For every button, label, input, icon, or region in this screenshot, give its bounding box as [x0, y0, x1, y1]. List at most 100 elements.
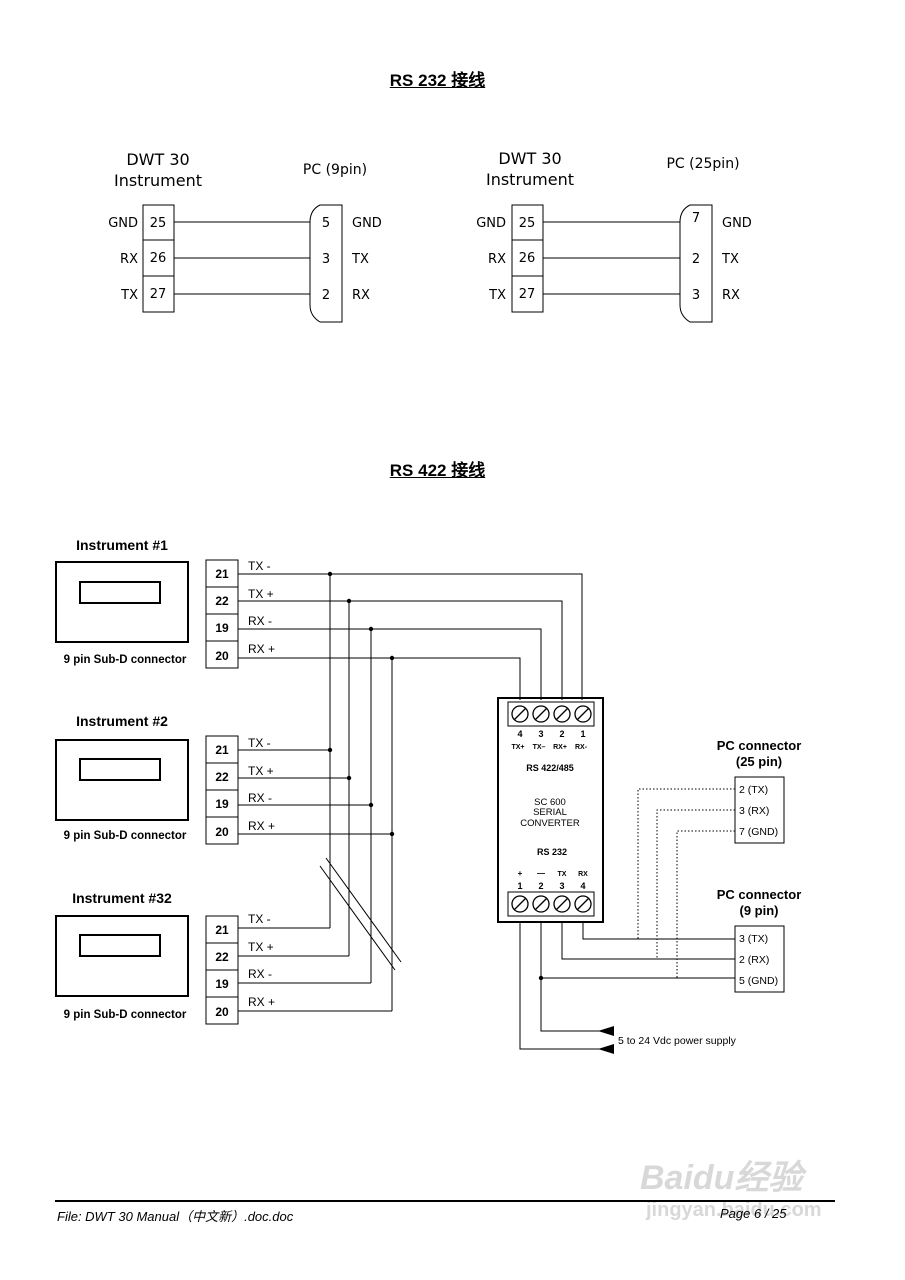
rs232-left-row2-left-signal: RX	[120, 252, 138, 267]
rs232-right-diagram: DWT 30 Instrument PC (25pin) GND 25 7 GN…	[476, 149, 752, 323]
converter-name-line1: SC 600	[534, 797, 566, 808]
instrument-32-signal-tx-plus: TX +	[248, 940, 274, 954]
rs232-left-row3-left-signal: TX	[120, 288, 138, 303]
instrument-2-signal-rx-minus: RX -	[248, 791, 272, 805]
instrument-1-connector: 9 pin Sub-D connector	[64, 654, 187, 666]
rs232-left-row3-pc-pin: 2	[322, 288, 330, 303]
rs232-right-row3-inst-pin: 27	[519, 287, 536, 302]
watermark-line1: Baidu经验	[640, 1159, 803, 1197]
rs422-title: RS 422 接线	[389, 461, 486, 480]
rs232-left-row1-inst-pin: 25	[150, 216, 167, 231]
converter-top-label-rx-minus: RX-	[575, 744, 588, 751]
converter-top-pin-3: 3	[538, 729, 543, 739]
instrument-2-pin-21: 21	[215, 743, 229, 757]
instrument-1-name: Instrument #1	[76, 537, 168, 553]
converter-rs232-title: RS 232	[537, 847, 567, 857]
rs232-right-instrument-line2: Instrument	[486, 170, 574, 189]
rs232-right-row2-inst-pin: 26	[519, 251, 536, 266]
instrument-1-pin-22: 22	[215, 594, 229, 608]
instrument-2-signal-tx-minus: TX -	[248, 736, 271, 750]
instrument-1-signal-tx-minus: TX -	[248, 559, 271, 573]
pc-connector-9pin: PC connector (9 pin) 3 (TX) 2 (RX) 5 (GN…	[717, 887, 801, 993]
pc9-pin-5-gnd: 5 (GND)	[739, 975, 778, 987]
instrument-32-signal-tx-minus: TX -	[248, 912, 271, 926]
rs232-left-instrument-line2: Instrument	[114, 171, 202, 190]
pc25-pin-7-gnd: 7 (GND)	[739, 826, 778, 838]
converter-top-label-rx-plus: RX+	[553, 744, 567, 751]
converter-bottom-pin-3: 3	[559, 881, 564, 891]
converter-bottom-pin-4: 4	[580, 881, 585, 891]
converter-bottom-pin-2: 2	[538, 881, 543, 891]
power-supply-label: 5 to 24 Vdc power supply	[618, 1035, 737, 1047]
rs232-right-row1-inst-pin: 25	[519, 216, 536, 231]
instrument-1: Instrument #1 9 pin Sub-D connector 21 2…	[55, 537, 275, 669]
instrument-2-pin-19: 19	[215, 797, 229, 811]
instrument-32-body	[55, 915, 189, 997]
rs232-right-pc-connector-shape	[679, 204, 713, 323]
pc-connector-25pin: PC connector (25 pin) 2 (TX) 3 (RX) 7 (G…	[717, 738, 802, 844]
instrument-1-pin-20: 20	[215, 649, 229, 663]
instrument-1-signal-tx-plus: TX +	[248, 587, 274, 601]
pc9-pin-2-rx: 2 (RX)	[739, 954, 769, 966]
converter-name-line3: CONVERTER	[520, 818, 580, 829]
gnd-junction-dot	[538, 975, 544, 981]
instrument-32-signal-rx-minus: RX -	[248, 967, 272, 981]
pc25-dotted-wires	[637, 788, 735, 978]
instrument-32-name: Instrument #32	[72, 890, 172, 906]
rs232-right-row2-right-signal: TX	[721, 252, 739, 267]
converter-bottom-screws	[511, 895, 592, 913]
rs232-right-row2-left-signal: RX	[488, 252, 506, 267]
instrument-2-pin-22: 22	[215, 770, 229, 784]
rs232-right-row3-pc-pin: 3	[692, 288, 700, 303]
pc25-title-line1: PC connector	[717, 738, 802, 753]
converter-bottom-label-plus: +	[518, 869, 523, 878]
footer-divider	[55, 1200, 835, 1202]
rs232-right-row3-left-signal: TX	[488, 288, 506, 303]
instrument-32-pin-22: 22	[215, 950, 229, 964]
converter-top-label-tx-minus: TX–	[533, 744, 546, 751]
converter-top-pin-4: 4	[517, 729, 522, 739]
rs232-left-diagram: DWT 30 Instrument PC (9pin) GND 25 5 GND…	[108, 150, 382, 323]
instrument-32-connector: 9 pin Sub-D connector	[64, 1009, 187, 1021]
rs232-left-row3-inst-pin: 27	[150, 287, 167, 302]
instrument-2-signal-rx-plus: RX +	[248, 819, 275, 833]
instrument-1-pin-21: 21	[215, 567, 229, 581]
rs232-right-row2-pc-pin: 2	[692, 252, 700, 267]
rs232-left-pc-label: PC (9pin)	[303, 162, 367, 178]
converter-top-label-tx-plus: TX+	[511, 744, 524, 751]
converter-top-screws	[511, 705, 592, 723]
instrument-32-pin-21: 21	[215, 923, 229, 937]
rs232-left-row2-pc-pin: 3	[322, 252, 330, 267]
pc25-title-line2: (25 pin)	[736, 754, 782, 769]
instrument-1-pin-19: 19	[215, 621, 229, 635]
rs232-left-row1-pc-pin: 5	[322, 216, 330, 231]
instrument-32-display	[79, 934, 161, 957]
rs232-right-instrument-line1: DWT 30	[498, 149, 561, 168]
converter-bottom-pin-1: 1	[517, 881, 522, 891]
rs232-left-row1-left-signal: GND	[108, 216, 138, 231]
instrument-1-signal-rx-plus: RX +	[248, 642, 275, 656]
pc25-pin-3-rx: 3 (RX)	[739, 805, 769, 817]
instrument-1-display	[79, 581, 161, 604]
instrument-1-signal-rx-minus: RX -	[248, 614, 272, 628]
instrument-2-signal-tx-plus: TX +	[248, 764, 274, 778]
rs232-left-row3-right-signal: RX	[352, 288, 370, 303]
rs232-title: RS 232 接线	[389, 71, 486, 90]
instrument-32-pin-20: 20	[215, 1005, 229, 1019]
rs232-right-row1-left-signal: GND	[476, 216, 506, 231]
sc600-converter: 4 3 2 1 TX+ TX– RX+ RX- RS 422/485 SC 60…	[497, 697, 604, 923]
rs232-left-row2-inst-pin: 26	[150, 251, 167, 266]
instrument-32-pin-19: 19	[215, 977, 229, 991]
power-arrow-1	[598, 1026, 614, 1036]
footer-file: File: DWT 30 Manual（中文新）.doc.doc	[57, 1209, 294, 1224]
rs422-junction-dots	[327, 571, 395, 837]
pc9-pin-3-tx: 3 (TX)	[739, 933, 768, 945]
instrument-32: Instrument #32 9 pin Sub-D connector 21 …	[55, 890, 275, 1025]
converter-bottom-label-minus: —	[537, 869, 545, 878]
rs232-right-row3-right-signal: RX	[722, 288, 740, 303]
pc9-title-line2: (9 pin)	[740, 903, 779, 918]
converter-bottom-label-rx: RX	[578, 871, 588, 878]
rs232-left-row1-right-signal: GND	[352, 216, 382, 231]
rs232-left-instrument-line1: DWT 30	[126, 150, 189, 169]
